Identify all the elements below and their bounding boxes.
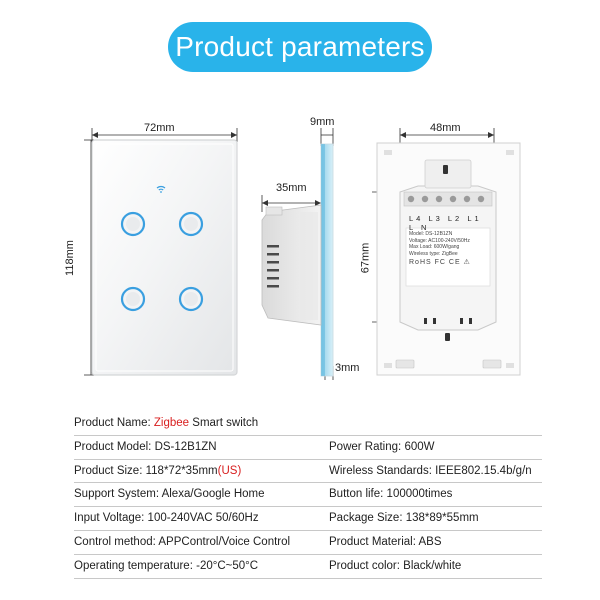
touch-button-2 bbox=[178, 211, 204, 237]
spec-package-size: Package Size: 138*89*55mm bbox=[329, 512, 479, 525]
side-bottom-label: 3mm bbox=[335, 362, 360, 374]
spec-power-rating: Power Rating: 600W bbox=[329, 440, 435, 453]
spec-row: Support System: Alexa/Google Home Button… bbox=[74, 483, 542, 508]
touch-button-4 bbox=[178, 286, 204, 312]
spec-button-life: Button life: 100000times bbox=[329, 488, 453, 501]
touch-button-1 bbox=[120, 211, 146, 237]
terminal-l4: L4 bbox=[409, 214, 424, 223]
front-width-label: 72mm bbox=[144, 122, 175, 134]
spec-row: Control method: APPControl/Voice Control… bbox=[74, 531, 542, 555]
spec-operating-temperature: Operating temperature: -20°C~50°C bbox=[74, 559, 259, 572]
side-view bbox=[261, 128, 334, 380]
label-wireless: Wireless type: ZigBee bbox=[409, 250, 458, 257]
certification-marks: RoHS FC CE ⚠ bbox=[409, 259, 471, 267]
spec-input-voltage: Input Voltage: 100-240VAC 50/60Hz bbox=[74, 512, 259, 525]
front-height-label: 118mm bbox=[63, 240, 76, 276]
spec-support-system: Support System: Alexa/Google Home bbox=[74, 488, 265, 501]
back-view bbox=[372, 128, 521, 376]
label-model: Model: DS-12B1ZN bbox=[409, 231, 453, 237]
spec-product-name: Product Name: Zigbee Smart switch bbox=[74, 417, 259, 429]
back-height-label: 67mm bbox=[359, 242, 372, 274]
touch-button-3 bbox=[120, 286, 146, 312]
spec-table: Product Name: Zigbee Smart switch Produc… bbox=[74, 412, 542, 579]
spec-row: Product Size: 118*72*35mm(US) Wireless S… bbox=[74, 460, 542, 484]
terminal-l: L bbox=[409, 223, 416, 232]
spec-row: Product Name: Zigbee Smart switch bbox=[74, 412, 542, 436]
spec-wireless-standards: Wireless Standards: IEEE802.15.4b/g/n bbox=[329, 464, 532, 477]
terminal-l1: L1 bbox=[467, 214, 482, 223]
spec-product-model: Product Model: DS-12B1ZN bbox=[74, 440, 217, 453]
back-width-label: 48mm bbox=[430, 122, 461, 134]
label-max-load: Max Load: 600W/gang bbox=[409, 244, 460, 251]
page-title: Product parameters bbox=[168, 22, 432, 72]
spec-row: Operating temperature: -20°C~50°C Produc… bbox=[74, 555, 542, 579]
terminal-labels: L4 L3 L2 L1 L N bbox=[409, 214, 489, 232]
spec-row: Input Voltage: 100-240VAC 50/60Hz Packag… bbox=[74, 507, 542, 531]
product-diagram bbox=[84, 128, 521, 380]
label-voltage: Voltage: AC100-240V/50Hz bbox=[409, 237, 470, 244]
wifi-indicator-icon bbox=[156, 185, 166, 193]
side-body-label: 35mm bbox=[276, 182, 307, 194]
terminal-n: N bbox=[421, 223, 430, 232]
back-label-text: Model: DS-12B1ZN Voltage: AC100-240V/50H… bbox=[409, 231, 491, 267]
spec-product-color: Product color: Black/white bbox=[329, 559, 462, 572]
front-view bbox=[84, 128, 238, 376]
terminal-l2: L2 bbox=[447, 214, 463, 223]
spec-control-method: Control method: APPControl/Voice Control bbox=[74, 535, 291, 548]
terminal-l3: L3 bbox=[428, 214, 443, 223]
spec-product-material: Product Material: ABS bbox=[329, 535, 442, 548]
spec-product-size: Product Size: 118*72*35mm(US) bbox=[74, 464, 242, 477]
spec-row: Product Model: DS-12B1ZN Power Rating: 6… bbox=[74, 436, 542, 460]
switch-panel bbox=[91, 139, 238, 376]
side-depth-top-label: 9mm bbox=[310, 116, 335, 128]
